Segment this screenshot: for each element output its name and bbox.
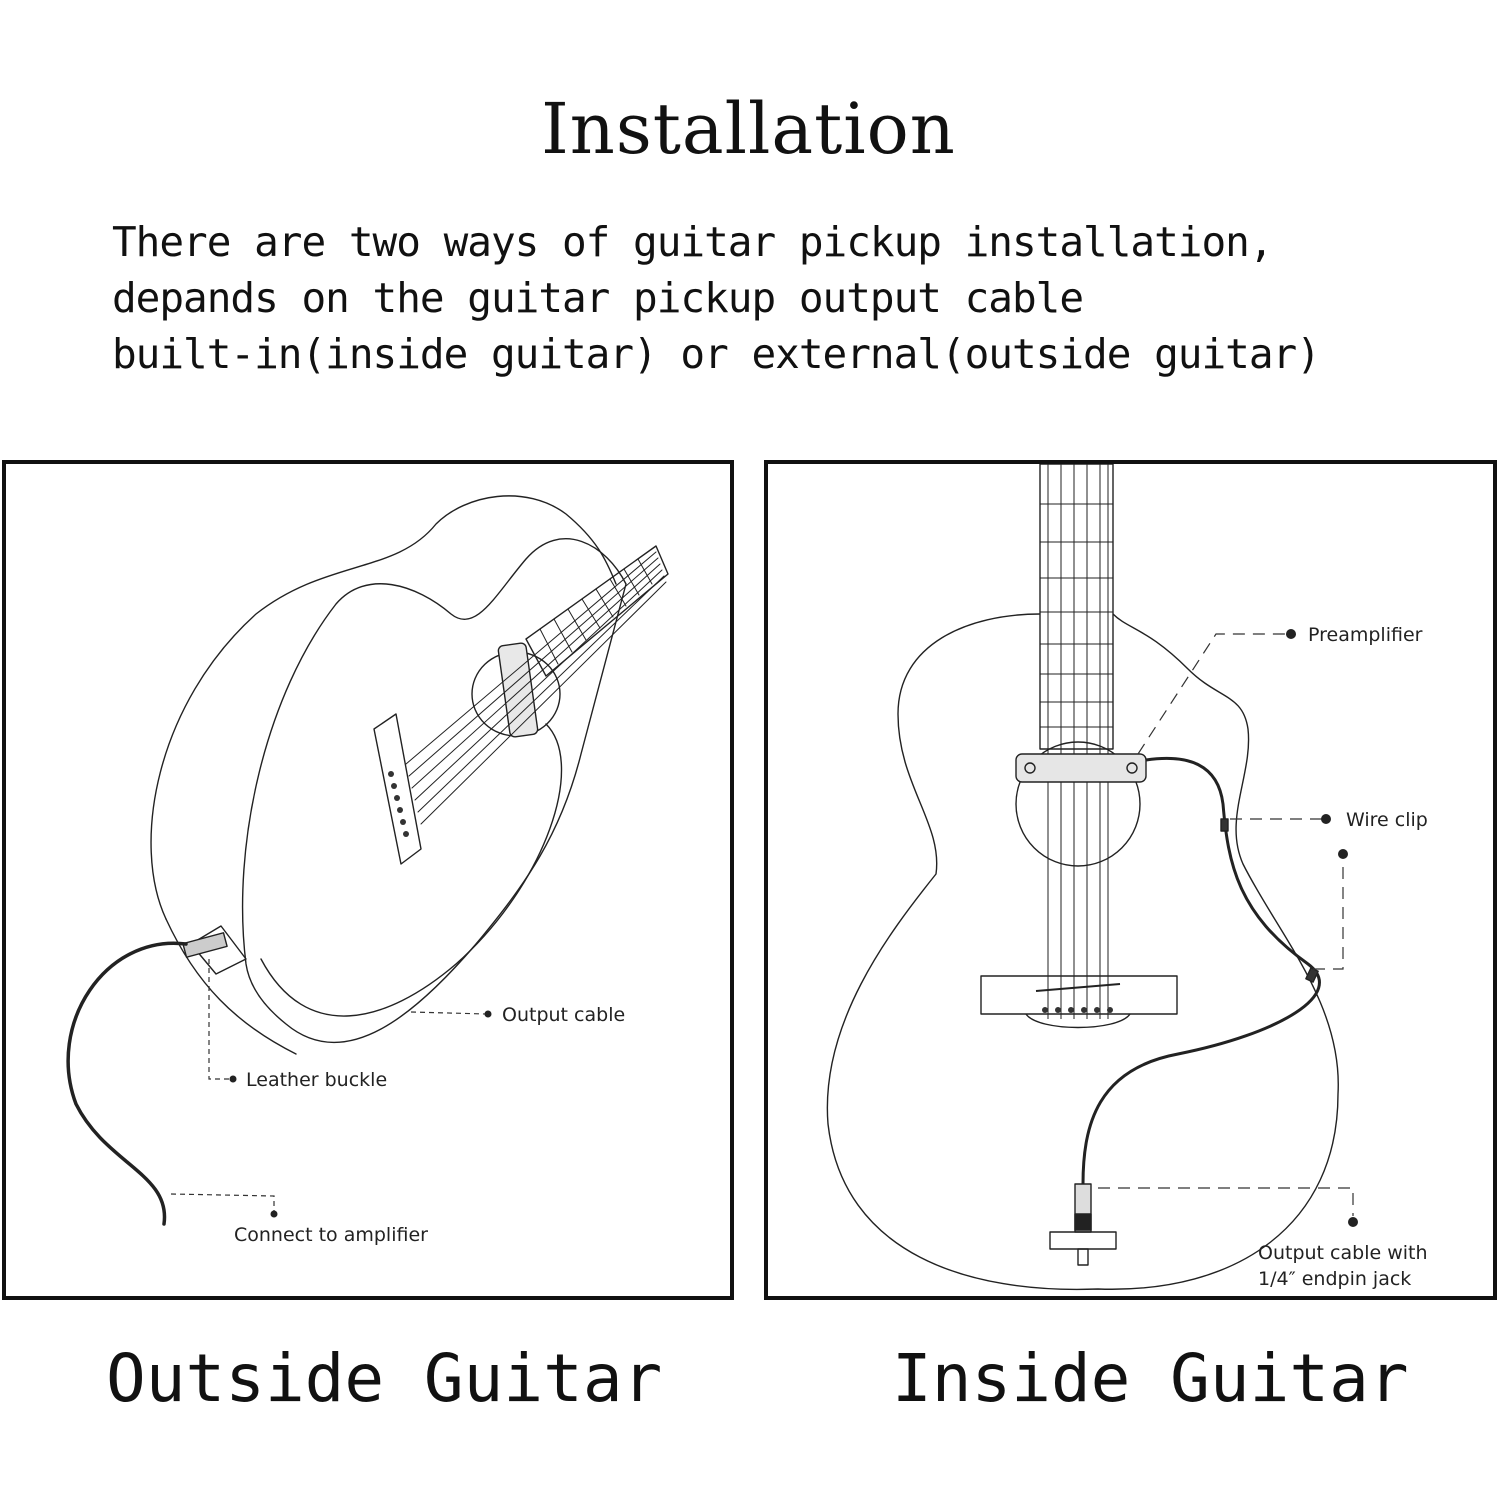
connect-amplifier-label: Connect to amplifier bbox=[234, 1224, 428, 1246]
page-title: Installation bbox=[541, 88, 956, 170]
wire-clip bbox=[1220, 818, 1229, 832]
output-cable-label-1: Output cable with bbox=[1258, 1242, 1428, 1264]
internal-cable bbox=[1081, 756, 1321, 1185]
preamplifier-unit bbox=[1015, 753, 1147, 783]
soundhole bbox=[1015, 741, 1141, 867]
intro-line-3: built-in(inside guitar) or external(outs… bbox=[112, 330, 1321, 378]
fretboard bbox=[525, 545, 669, 677]
bridge bbox=[373, 713, 422, 865]
bridge bbox=[980, 975, 1178, 1015]
amplifier-cable bbox=[66, 941, 188, 1226]
internal-cable bbox=[260, 723, 563, 1017]
jack-plug bbox=[182, 932, 228, 958]
intro-line-1: There are two ways of guitar pickup inst… bbox=[112, 218, 1274, 266]
wire-clip-lower bbox=[1305, 967, 1319, 983]
wire-clip-label: Wire clip bbox=[1346, 809, 1428, 831]
guitar-body-back bbox=[150, 495, 617, 920]
output-cable-label-2: 1/4″ endpin jack bbox=[1258, 1268, 1411, 1290]
inside-guitar-caption: Inside Guitar bbox=[892, 1340, 1409, 1417]
guitar-neck bbox=[1039, 464, 1114, 750]
guitar-body bbox=[826, 613, 1339, 1291]
intro-line-2: depands on the guitar pickup output cabl… bbox=[112, 274, 1084, 322]
outside-guitar-caption: Outside Guitar bbox=[106, 1340, 663, 1417]
leather-buckle-label: Leather buckle bbox=[246, 1069, 387, 1091]
intro-text: There are two ways of guitar pickup inst… bbox=[112, 214, 1321, 382]
outside-guitar-panel: Output cable Leather buckle Connect to a… bbox=[2, 460, 734, 1300]
outside-guitar-illustration: Output cable Leather buckle Connect to a… bbox=[66, 495, 669, 1246]
preamplifier-label: Preamplifier bbox=[1308, 624, 1423, 646]
inside-guitar-panel: Preamplifier Wire clip Output cable with… bbox=[764, 460, 1497, 1300]
guitar-body-top bbox=[241, 538, 627, 1044]
leather-buckle bbox=[190, 925, 247, 975]
output-cable-label: Output cable bbox=[502, 1004, 625, 1026]
inside-guitar-illustration: Preamplifier Wire clip Output cable with… bbox=[826, 464, 1428, 1291]
